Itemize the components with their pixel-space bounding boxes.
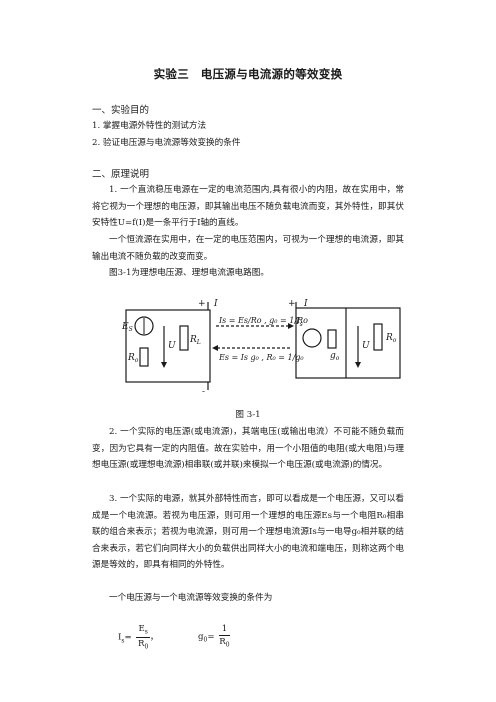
voltage-source-symbol [134,316,154,336]
label-r0: Ro [127,353,139,364]
label-u: U [168,341,176,351]
circuit-diagram-figure: ES Ro RL U I + - Is = Es/Ro , g₀ = 1/Ro … [121,299,401,396]
right-circuit-frame [295,307,401,379]
equation-to-voltage: Es = Is g₀ , R₀ = 1/g₀ [218,353,304,362]
figure-caption: 图 3-1 [235,410,261,420]
label-i: I [213,299,218,309]
resistor-rl [179,325,189,351]
page-title: 实验三 电压源与电流源的等效变换 [153,67,343,81]
label-minus: - [202,387,205,396]
label-is: Is [295,317,303,328]
left-circuit-frame [125,309,211,383]
label-i-right: I [303,299,308,309]
paragraph-6: 一个电压源与一个电流源等效变换的条件为 [109,593,273,603]
paragraph-5: 3. 一个实际的电源，就其外部特性而言，即可以看成是一个电压源，又可以看成是一个… [92,494,404,570]
label-plus-right: + [288,299,296,309]
list-item: 1. 掌握电源外特性的测试方法 [92,121,207,131]
list-item: 2. 验证电压源与电流源等效变换的条件 [92,138,241,148]
formula-g0: g0= 1 R0 [198,624,230,649]
paragraph-3: 图3-1为理想电压源、理想电流源电路图。 [109,268,269,278]
label-ro-right: Ro [385,333,397,344]
label-rl: RL [189,335,201,346]
equation-to-current: Is = Es/Ro , g₀ = 1/Ro [218,316,308,325]
current-source-symbol [302,328,322,348]
resistor-ro-right [373,323,383,351]
paragraph-1: 1. 一个直流稳压电源在一定的电流范围内,具有很小的内阻，故在实用中，常将它视为… [92,185,404,228]
formula-is: Is= Es R0 ， [118,624,159,651]
label-es: ES [121,322,133,333]
paragraph-4: 2. 一个实际的电压源(或电流源)，其端电压(或输出电流）不可能不随负载而变，因… [92,427,404,470]
label-g0: go [330,351,340,362]
label-u-right: U [362,341,370,351]
label-plus: + [198,299,206,309]
section-heading-principle: 二、原理说明 [92,169,150,180]
section-heading-objectives: 一、实验目的 [92,105,150,116]
resistor-ro [139,347,149,367]
conductance-g0 [327,329,337,349]
paragraph-2: 一个恒流源在实用中，在一定的电压范围内，可视为一个理想的电流源，即其输出电流不随… [92,235,404,262]
